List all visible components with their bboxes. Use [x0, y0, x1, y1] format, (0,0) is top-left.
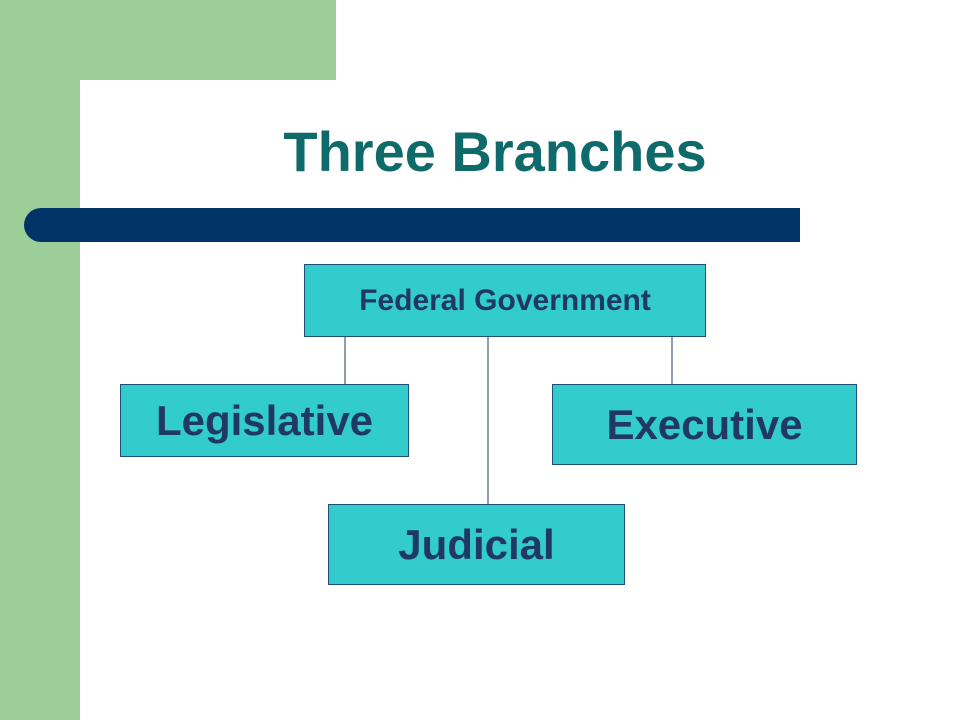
sidebar-band: [0, 0, 80, 720]
node-legislative: Legislative: [120, 384, 409, 457]
node-legislative-label: Legislative: [155, 396, 374, 444]
node-executive: Executive: [552, 384, 857, 465]
node-federal-government-label: Federal Government: [359, 283, 651, 317]
top-band: [0, 0, 336, 80]
node-judicial: Judicial: [328, 504, 625, 585]
node-federal-government: Federal Government: [304, 264, 706, 337]
title-underline-bar: [24, 208, 800, 242]
node-executive-label: Executive: [606, 400, 803, 448]
node-judicial-label: Judicial: [398, 520, 555, 568]
slide-title: Three Branches: [283, 120, 707, 183]
